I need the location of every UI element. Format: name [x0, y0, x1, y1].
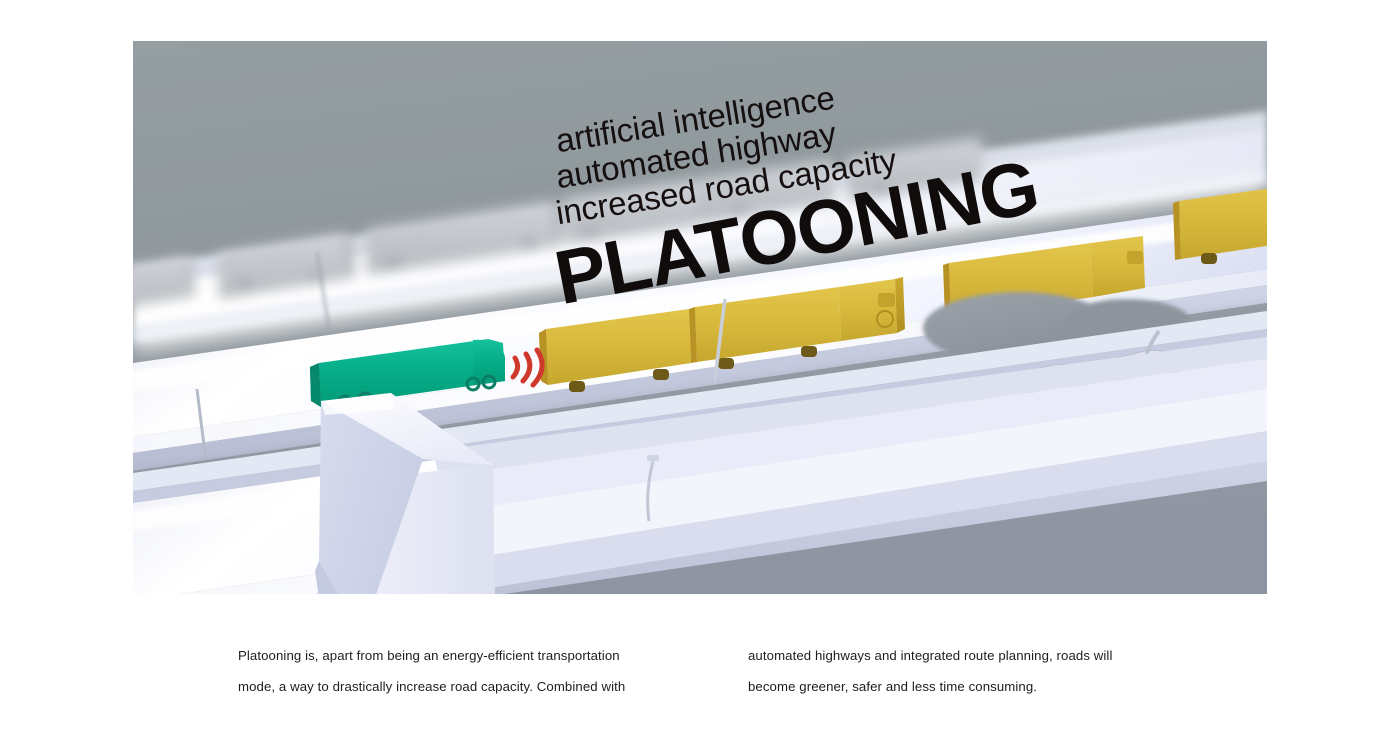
- caption-column-left: Platooning is, apart from being an energ…: [238, 640, 656, 702]
- yellow-truck-cab: [839, 277, 905, 341]
- grey-truck: [365, 179, 696, 275]
- signal-waves-icon: [510, 347, 545, 388]
- hero-image: artificial intelligence automated highwa…: [133, 41, 1267, 594]
- yellow-truck-cab: [1091, 236, 1145, 297]
- grey-truck: [217, 230, 355, 299]
- grey-truck-group: [133, 137, 984, 306]
- yellow-truck: [539, 309, 691, 392]
- tunnel-portal-building: [315, 337, 1267, 594]
- caption-line: automated highways and integrated route …: [748, 648, 1113, 663]
- caption-line: mode, a way to drastically increase road…: [238, 679, 626, 694]
- lamp-post: [646, 460, 655, 522]
- yellow-truck: [689, 287, 841, 369]
- grey-truck: [133, 254, 195, 306]
- green-truck: [310, 339, 505, 412]
- grey-truck: [693, 137, 984, 224]
- caption-column-right: automated highways and integrated route …: [748, 640, 1162, 702]
- yellow-truck: [1173, 188, 1267, 264]
- scene-illustration: artificial intelligence automated highwa…: [133, 41, 1267, 594]
- caption-line: become greener, safer and less time cons…: [748, 679, 1038, 694]
- lamp-post: [315, 252, 331, 330]
- caption-line: Platooning is, apart from being an energ…: [238, 648, 620, 663]
